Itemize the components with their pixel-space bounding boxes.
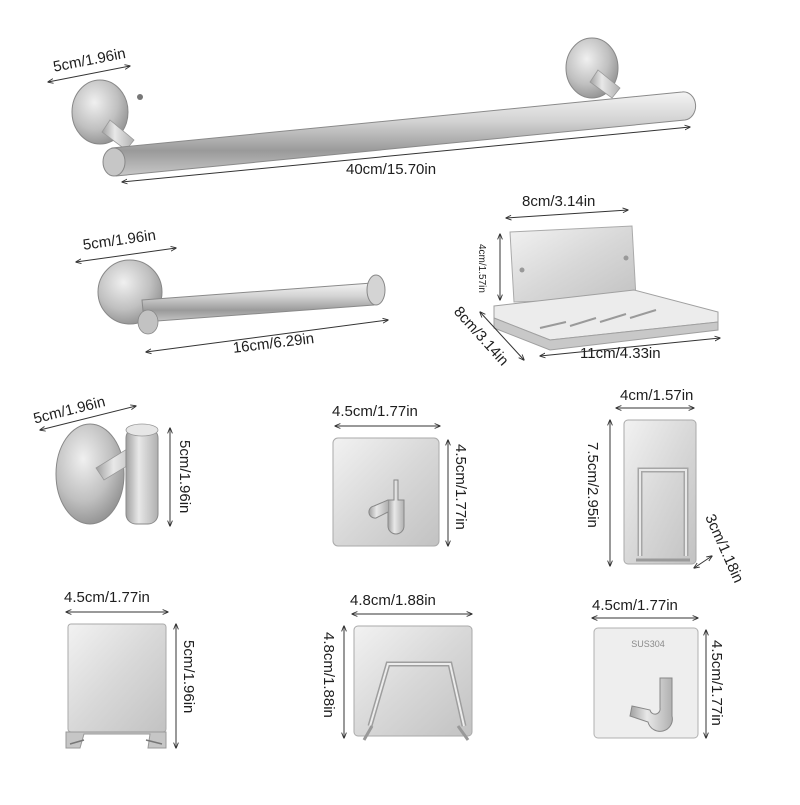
soap-dish-height-label: 4cm/1.57in (476, 244, 487, 293)
paper-holder-length-arrow (146, 320, 388, 352)
robe-hook-height-label: 5cm/1.96in (176, 440, 193, 514)
shower-hook-height-label: 5cm/1.96in (180, 640, 197, 714)
square-hook (332, 437, 440, 547)
towel-bar-length-label: 40cm/15.70in (346, 161, 437, 178)
paper-holder-mount-arrow (76, 248, 176, 262)
shower-hook-width-label: 4.5cm/1.77in (64, 589, 150, 606)
square-hook-width-label: 4.5cm/1.77in (332, 403, 418, 420)
soap-dish-depth-arrow (480, 312, 524, 360)
soap-dish-length-arrow (540, 338, 720, 356)
razor-holder-height-label: 7.5cm/2.95in (584, 442, 601, 528)
soap-dish (493, 225, 719, 351)
robe-hook-mount-arrow (40, 406, 136, 430)
square-hook-height-label: 4.5cm/1.77in (452, 444, 469, 530)
robe-hook (55, 423, 159, 525)
adhesive-hook: SUS304 (593, 627, 699, 739)
towel-bar-length-arrow (122, 127, 690, 182)
soap-dish-width-arrow (506, 210, 628, 218)
adhesive-hook-width-label: 4.5cm/1.77in (592, 597, 678, 614)
soap-dish-width-label: 8cm/3.14in (522, 193, 596, 210)
razor-holder-width-label: 4cm/1.57in (620, 387, 694, 404)
towel-bar (71, 37, 697, 177)
razor-holder (623, 419, 697, 565)
sponge-holder-height-label: 4.8cm/1.88in (320, 632, 337, 718)
razor-holder-depth-arrow (694, 556, 712, 568)
paper-holder (97, 259, 386, 335)
towel-bar-mount-arrow (48, 66, 130, 82)
shower-hook (65, 623, 167, 749)
sponge-holder-width-label: 4.8cm/1.88in (350, 592, 436, 609)
engraving-text: SUS304 (631, 639, 665, 649)
soap-dish-length-label: 11cm/4.33in (580, 345, 661, 362)
adhesive-hook-height-label: 4.5cm/1.77in (708, 640, 725, 726)
sponge-holder (353, 625, 473, 741)
